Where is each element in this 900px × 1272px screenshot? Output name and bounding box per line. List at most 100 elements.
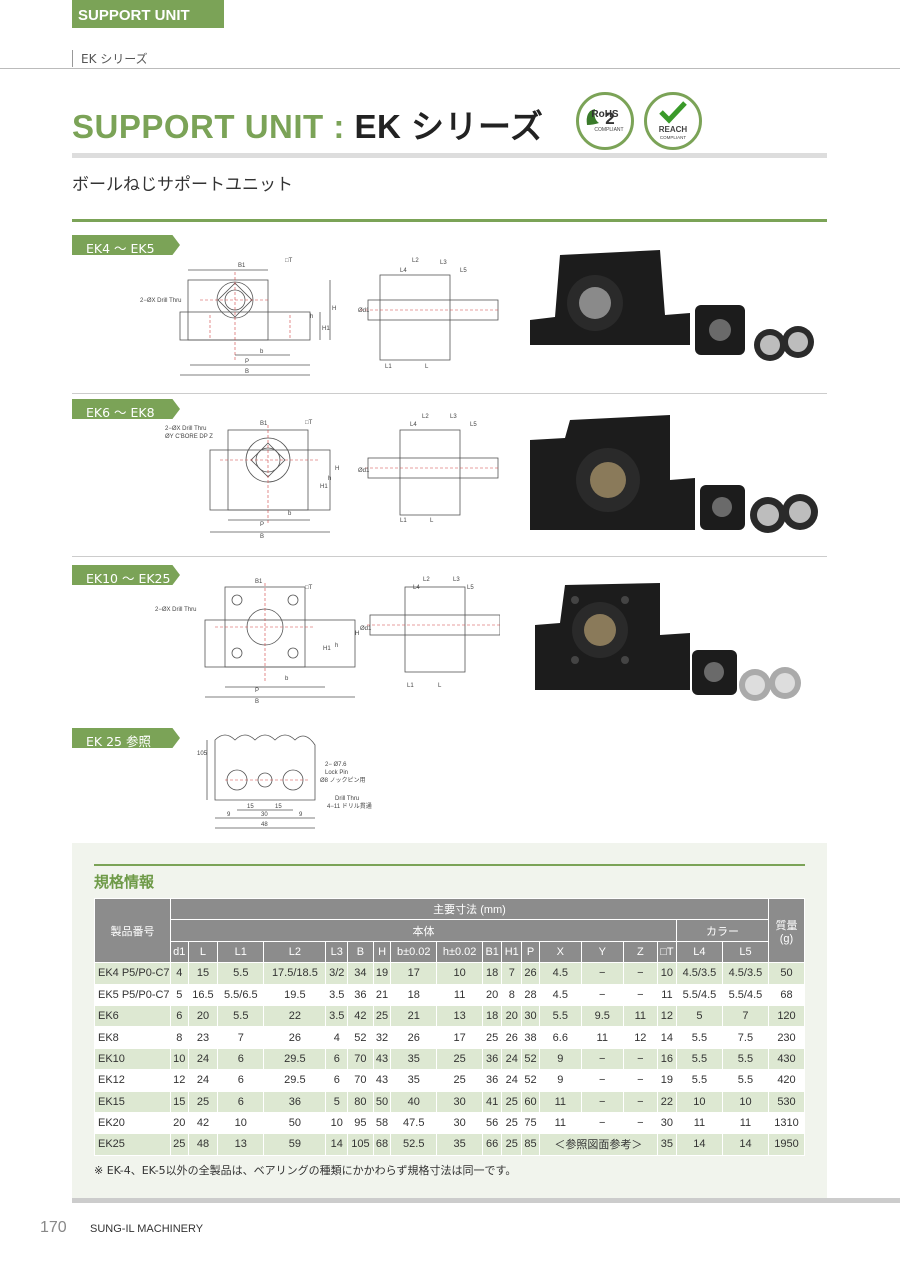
column-header: Z — [622, 940, 658, 964]
column-header: B1 — [482, 940, 503, 964]
svg-text:H: H — [355, 631, 359, 637]
svg-text:Ød1: Ød1 — [358, 308, 370, 314]
svg-text:L1: L1 — [385, 364, 392, 370]
table-cell: 20 — [187, 1004, 219, 1028]
table-cell: 36 — [263, 1090, 327, 1113]
svg-text:L4: L4 — [410, 422, 417, 428]
svg-text:L5: L5 — [467, 585, 474, 591]
header-body: 本体 — [170, 919, 677, 942]
table-cell: 66 — [482, 1133, 503, 1156]
table-cell: 12 — [656, 1004, 677, 1028]
table-cell: − — [622, 1069, 658, 1092]
table-cell: 15 — [170, 1090, 189, 1113]
table-cell: 35 — [390, 1069, 438, 1092]
svg-text:Drill Thru: Drill Thru — [335, 796, 359, 802]
table-cell: − — [580, 1047, 624, 1071]
svg-text:2−ØX Drill Thru: 2−ØX Drill Thru — [165, 426, 206, 432]
column-header: □T — [656, 940, 677, 964]
table-cell: 5.5/4.5 — [721, 983, 770, 1006]
table-cell: − — [622, 1090, 658, 1113]
section-rule — [72, 219, 827, 222]
header-main: 主要寸法 (mm) — [170, 897, 769, 921]
svg-text:L4: L4 — [413, 585, 420, 591]
svg-text:9: 9 — [299, 812, 303, 818]
section-tag: SUPPORT UNIT — [72, 0, 224, 28]
svg-text:L: L — [425, 364, 429, 370]
section-divider — [72, 393, 827, 394]
page-subtitle: ボールねじサポートユニット — [72, 175, 293, 195]
table-cell: 36 — [482, 1069, 503, 1092]
table-cell: 18 — [482, 962, 503, 985]
table-cell: 23 — [187, 1026, 219, 1049]
table-cell: 56 — [482, 1111, 503, 1135]
table-cell: 28 — [521, 983, 540, 1006]
table-cell: 24 — [187, 1047, 219, 1071]
column-header: L2 — [263, 940, 327, 964]
table-cell: EK5 P5/P0-C7 — [94, 983, 171, 1006]
table-cell: 70 — [347, 1069, 374, 1092]
table-cell: 4.5/3.5 — [721, 962, 770, 985]
table-cell: EK4 P5/P0-C7 — [94, 962, 171, 985]
column-header: L — [187, 940, 219, 964]
svg-text:B1: B1 — [260, 421, 268, 427]
header-collar: カラー — [675, 919, 770, 942]
tag-ek4-ek5: EK4 ～ EK5 — [72, 235, 180, 255]
table-cell: 36 — [482, 1047, 503, 1071]
table-cell: 20 — [482, 983, 503, 1006]
table-cell: 59 — [263, 1133, 327, 1156]
table-cell: 10 — [217, 1111, 265, 1135]
table-cell: 19 — [656, 1069, 677, 1092]
table-cell: 10 — [721, 1090, 770, 1113]
table-cell: 5.5 — [675, 1026, 723, 1049]
table-cell: 58 — [372, 1111, 392, 1135]
table-cell: ＜参照図面参考＞ — [538, 1133, 658, 1156]
column-header: H — [372, 940, 392, 964]
svg-text:9: 9 — [227, 812, 231, 818]
table-cell: 5.5 — [675, 1069, 723, 1092]
column-header: L5 — [721, 940, 770, 964]
table-cell: 30 — [436, 1090, 484, 1113]
table-cell: 4 — [325, 1026, 349, 1049]
table-cell: − — [580, 1090, 624, 1113]
table-cell: 8 — [501, 983, 523, 1006]
table-cell: 11 — [538, 1090, 582, 1113]
table-cell: 17.5/18.5 — [263, 962, 327, 985]
table-cell: 14 — [656, 1026, 677, 1049]
table-cell: 25 — [170, 1133, 189, 1156]
title-underline — [72, 153, 827, 158]
table-cell: − — [580, 1069, 624, 1092]
svg-text:L5: L5 — [460, 268, 467, 274]
table-cell: 68 — [768, 983, 805, 1006]
table-cell: 4.5/3.5 — [675, 962, 723, 985]
table-cell: EK12 — [94, 1069, 171, 1092]
table-cell: EK15 — [94, 1090, 171, 1113]
svg-text:B: B — [245, 369, 249, 375]
svg-text:48: 48 — [261, 822, 268, 828]
table-cell: 17 — [390, 962, 438, 985]
svg-text:Ød1: Ød1 — [360, 626, 372, 632]
table-cell: 6.6 — [538, 1026, 582, 1049]
table-cell: 16.5 — [187, 983, 219, 1006]
svg-text:B1: B1 — [238, 263, 246, 269]
svg-text:2−ØX Drill Thru: 2−ØX Drill Thru — [155, 607, 196, 613]
svg-text:□T: □T — [285, 258, 293, 264]
table-cell: 6 — [217, 1090, 265, 1113]
column-header: B — [347, 940, 374, 964]
table-cell: 120 — [768, 1004, 805, 1028]
table-cell: EK20 — [94, 1111, 171, 1135]
table-cell: 52.5 — [390, 1133, 438, 1156]
header-part: 製品番号 — [94, 897, 171, 964]
table-cell: 9 — [538, 1047, 582, 1071]
svg-text:P: P — [255, 688, 259, 694]
table-cell: 5 — [675, 1004, 723, 1028]
table-cell: 25 — [501, 1133, 523, 1156]
table-cell: 35 — [390, 1047, 438, 1071]
table-cell: 26 — [521, 962, 540, 985]
table-cell: − — [622, 983, 658, 1006]
svg-text:L3: L3 — [453, 577, 460, 583]
table-cell: 11 — [580, 1026, 624, 1049]
